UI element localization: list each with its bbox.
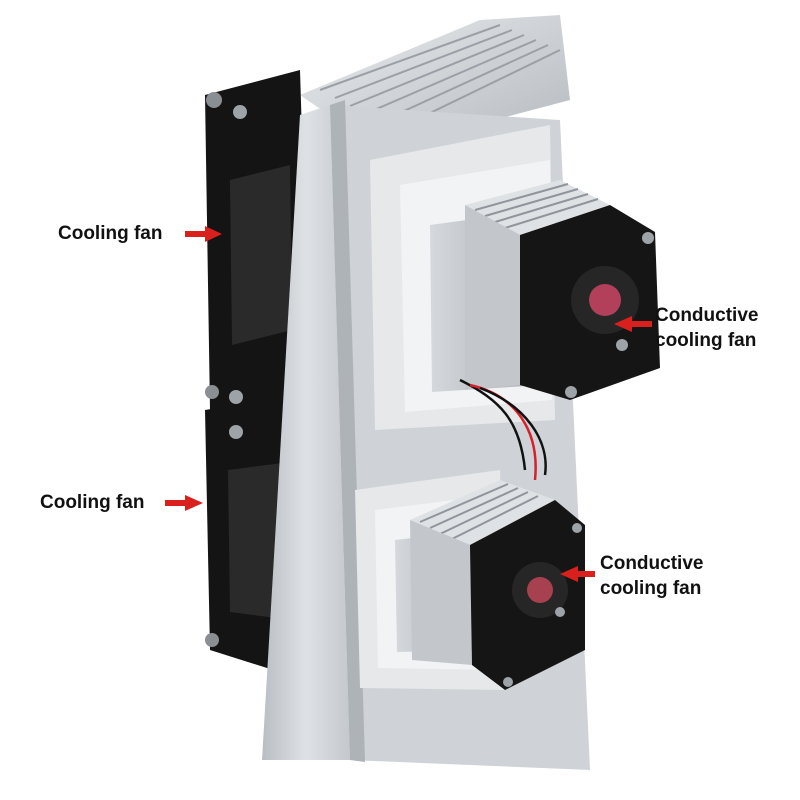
arrow-fan-bottom-left: [165, 495, 203, 511]
conductive-heatsink-bottom: [410, 480, 555, 665]
label-cooling-fan-top: Cooling fan: [58, 221, 162, 246]
conductive-fan-bottom: [470, 500, 585, 690]
label-conductive-fan-bottom: Conductive cooling fan: [600, 551, 703, 601]
arrow-conductive-bottom: [560, 566, 595, 582]
label-text: cooling fan: [655, 330, 757, 351]
label-conductive-fan-top: Conductive cooling fan: [655, 303, 758, 353]
wires: [459, 378, 547, 481]
conductive-heatsink-top: [465, 180, 610, 390]
arrow-icon: [165, 226, 652, 582]
arrow-fan-top-left: [185, 226, 222, 242]
label-cooling-fan-bottom: Cooling fan: [40, 490, 144, 515]
label-text: cooling fan: [600, 578, 702, 599]
conductive-fan-top: [520, 205, 660, 400]
cooling-fan-top: [205, 70, 310, 410]
arrow-conductive-top: [614, 316, 652, 332]
label-text: Conductive: [655, 305, 759, 326]
label-text: Conductive: [600, 553, 704, 574]
label-text: Cooling fan: [40, 492, 145, 513]
label-text: Cooling fan: [58, 223, 163, 244]
